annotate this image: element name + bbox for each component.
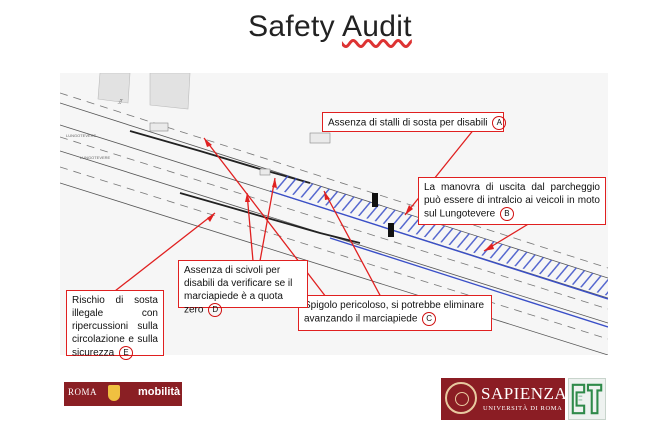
callout-c-dangerous-corner: Spigolo pericoloso, si potrebbe eliminar… — [298, 295, 492, 331]
callout-e-illegal-parking: Rischio di sosta illegale con ripercussi… — [66, 290, 164, 360]
building-block-left — [97, 73, 191, 110]
small-plan-features — [149, 122, 331, 176]
roma-mobilita-logo: ROMA mobilità — [64, 382, 182, 406]
svg-text:LUNGOTEVERE: LUNGOTEVERE — [66, 133, 97, 138]
mobilita-label: mobilità — [138, 386, 181, 398]
callout-d-text: Assenza di scivoli per disabili da verif… — [184, 265, 293, 316]
callout-c-badge: C — [422, 312, 437, 326]
callout-a-text: Assenza di stalli di sosta per disabili — [328, 117, 488, 129]
slide-title: Safety Audit — [248, 10, 412, 43]
callout-d-badge: D — [208, 303, 223, 317]
sapienza-title: SAPIENZA — [481, 384, 568, 403]
callout-a-disabled-parking: Assenza di stalli di sosta per disabili … — [322, 112, 507, 132]
callout-d-ramps: Assenza di scivoli per disabili da verif… — [178, 260, 308, 317]
callout-b-text: La manovra di uscita dal parcheggio può … — [424, 182, 600, 220]
street-labels: LUNGOTEVERE VIA LUNGOTEVERE — [66, 97, 124, 160]
ctl-lab-logo-icon — [568, 378, 606, 420]
callout-arrowheads — [204, 138, 494, 251]
roma-shield-icon — [108, 385, 120, 401]
svg-text:VIA: VIA — [117, 97, 125, 105]
callout-a-badge: A — [492, 116, 507, 130]
sapienza-seal-icon — [445, 382, 477, 414]
callout-e-badge: E — [119, 346, 134, 360]
sapienza-subtitle: UNIVERSITÀ DI ROMA — [483, 405, 563, 412]
title-misspelling-mark: Audit — [341, 10, 412, 43]
black-markers — [372, 193, 394, 237]
callout-c-text: Spigolo pericoloso, si potrebbe eliminar… — [304, 300, 485, 325]
roma-label: ROMA — [68, 387, 98, 397]
callout-b-badge: B — [499, 207, 514, 221]
callout-e-text: Rischio di sosta illegale con ripercussi… — [72, 295, 158, 359]
sapienza-logo: SAPIENZA UNIVERSITÀ DI ROMA — [441, 378, 568, 420]
lane-dashes — [60, 92, 608, 340]
blue-lane-lines — [269, 190, 608, 328]
parking-strip-hatched — [275, 173, 608, 296]
svg-text:LUNGOTEVERE: LUNGOTEVERE — [80, 155, 111, 160]
callout-b-parking-exit: La manovra di uscita dal parcheggio può … — [418, 177, 606, 225]
